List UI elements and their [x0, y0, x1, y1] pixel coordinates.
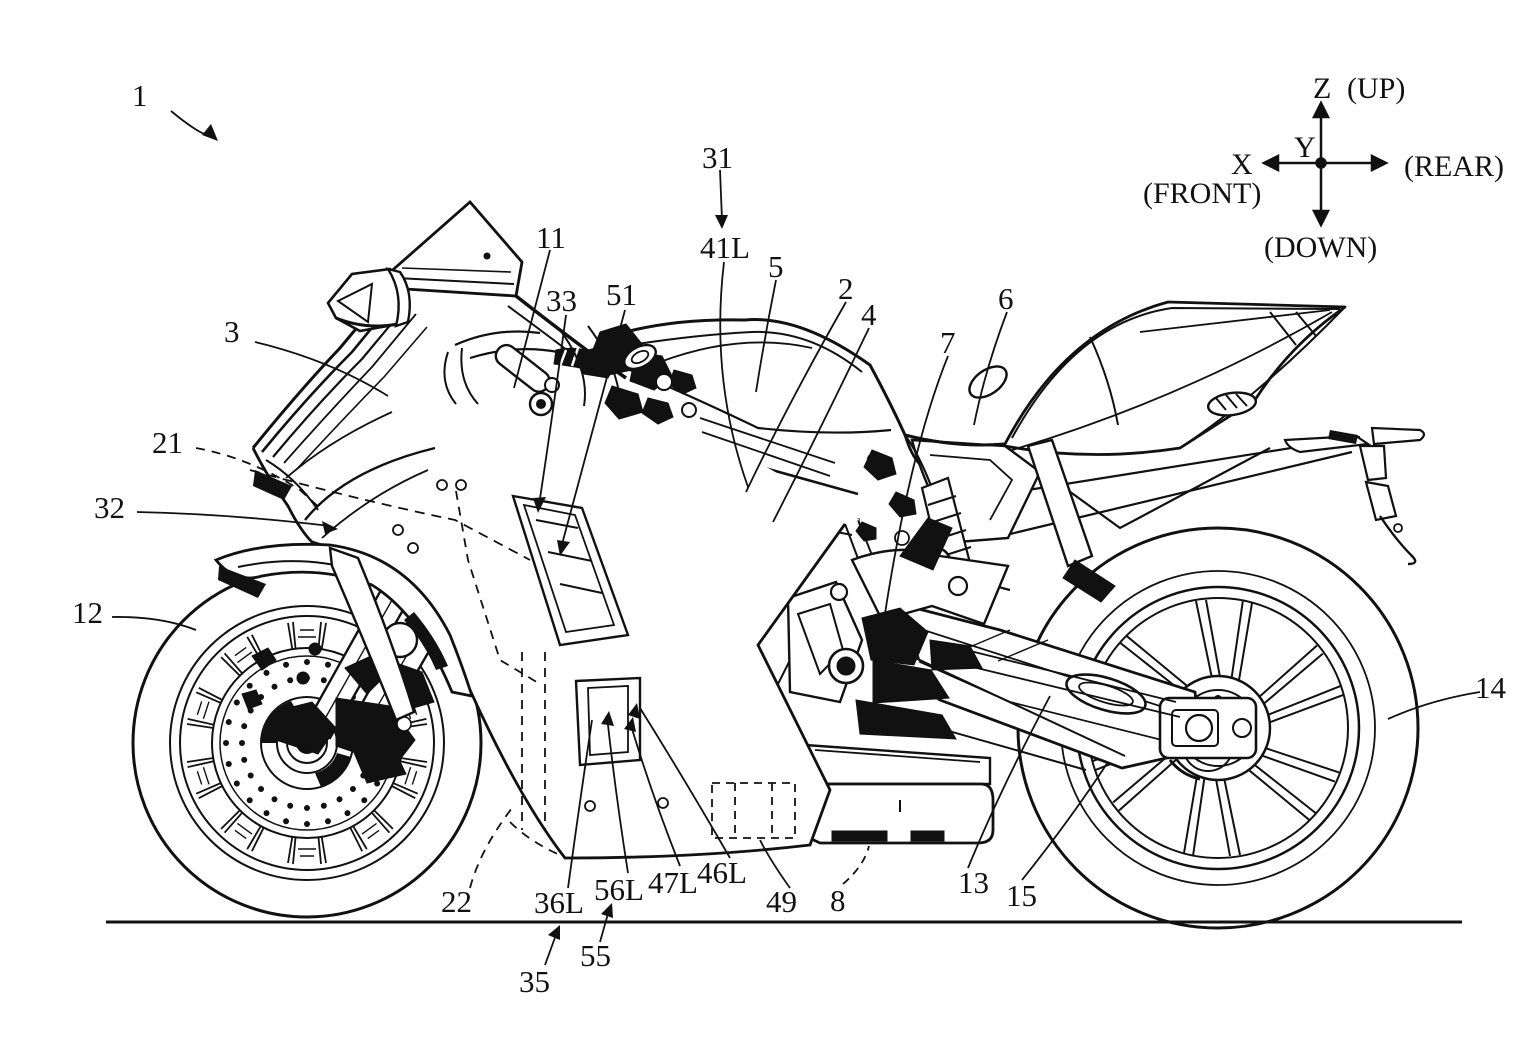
svg-text:11: 11 — [536, 220, 566, 255]
svg-text:46L: 46L — [697, 855, 747, 890]
svg-text:49: 49 — [766, 884, 797, 919]
svg-text:6: 6 — [998, 281, 1014, 316]
svg-text:2: 2 — [838, 271, 854, 306]
svg-text:55: 55 — [580, 938, 611, 973]
svg-text:35: 35 — [519, 964, 550, 999]
svg-text:14: 14 — [1475, 670, 1507, 705]
svg-text:1: 1 — [132, 78, 148, 113]
svg-text:12: 12 — [72, 595, 103, 630]
svg-text:56L: 56L — [594, 872, 644, 907]
svg-text:33: 33 — [546, 283, 577, 318]
svg-text:21: 21 — [152, 425, 183, 460]
svg-text:3: 3 — [224, 314, 240, 349]
svg-text:47L: 47L — [648, 865, 698, 900]
svg-text:15: 15 — [1006, 878, 1037, 913]
svg-text:(REAR): (REAR) — [1404, 150, 1504, 183]
svg-text:41L: 41L — [700, 230, 750, 265]
svg-text:4: 4 — [861, 297, 877, 332]
svg-text:36L: 36L — [534, 885, 584, 920]
svg-text:Z: Z — [1313, 72, 1331, 105]
svg-text:(DOWN): (DOWN) — [1264, 231, 1377, 264]
svg-text:32: 32 — [94, 490, 125, 525]
svg-text:8: 8 — [830, 883, 846, 918]
svg-text:X: X — [1231, 148, 1253, 181]
svg-text:31: 31 — [702, 140, 733, 175]
svg-text:5: 5 — [768, 249, 784, 284]
svg-text:13: 13 — [958, 865, 989, 900]
svg-text:22: 22 — [441, 884, 472, 919]
svg-text:(FRONT): (FRONT) — [1143, 177, 1261, 210]
svg-text:51: 51 — [606, 277, 637, 312]
svg-text:Y: Y — [1294, 131, 1316, 164]
svg-text:(UP): (UP) — [1347, 72, 1405, 105]
svg-text:7: 7 — [940, 325, 956, 360]
